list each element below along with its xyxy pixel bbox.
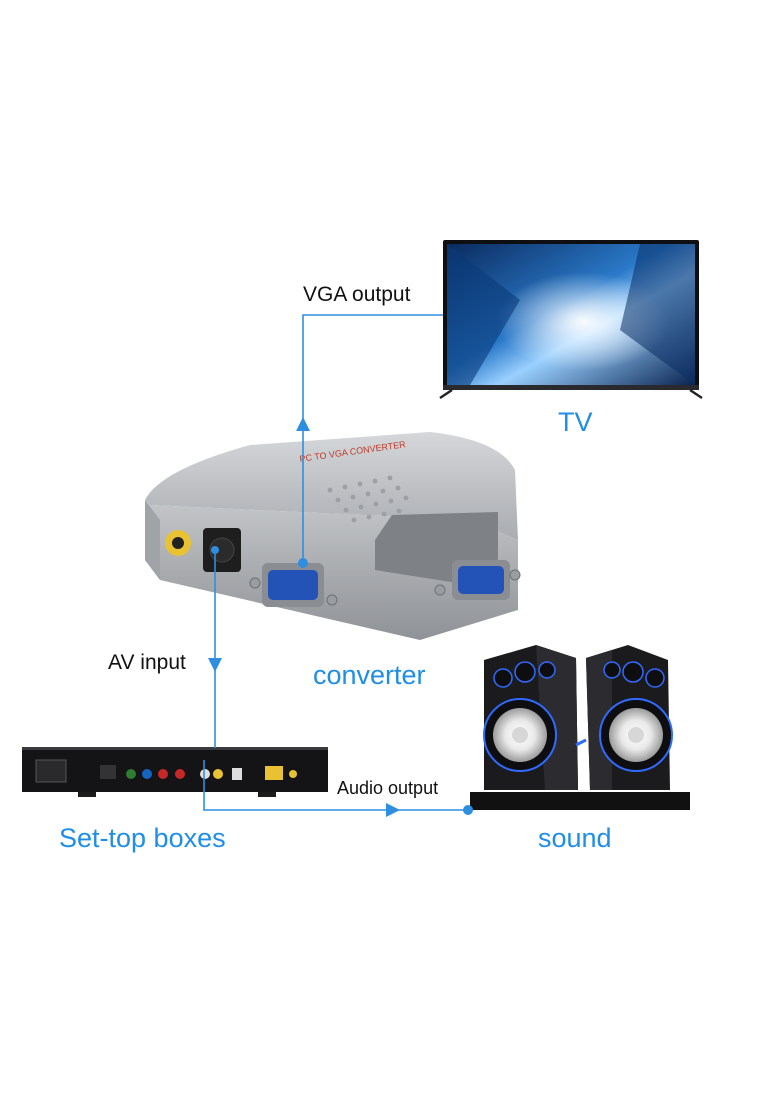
vga-endpoint-dot	[298, 558, 308, 568]
av-arrow-down	[208, 658, 222, 672]
tv-label: TV	[558, 407, 593, 437]
audio-connection-line	[203, 760, 468, 811]
connection-markers	[208, 417, 473, 817]
audio-arrow-right	[386, 803, 400, 817]
av-input-label: AV input	[108, 651, 186, 674]
converter-label: converter	[313, 660, 426, 690]
vga-output-label: VGA output	[303, 283, 411, 306]
set-top-box-icon	[22, 747, 328, 797]
connection-lines	[203, 314, 468, 811]
vga-connection-line	[302, 314, 443, 562]
vga-arrow-up	[296, 417, 310, 431]
tv-icon	[439, 240, 703, 400]
av-start-dot	[211, 546, 219, 554]
speaker-icon	[470, 645, 690, 810]
audio-output-label: Audio output	[337, 778, 439, 798]
converter-box-icon: PC TO VGA CONVERTER	[145, 432, 521, 640]
audio-endpoint-dot	[463, 805, 473, 815]
sound-label: sound	[538, 823, 612, 853]
set-top-boxes-label: Set-top boxes	[59, 823, 226, 853]
